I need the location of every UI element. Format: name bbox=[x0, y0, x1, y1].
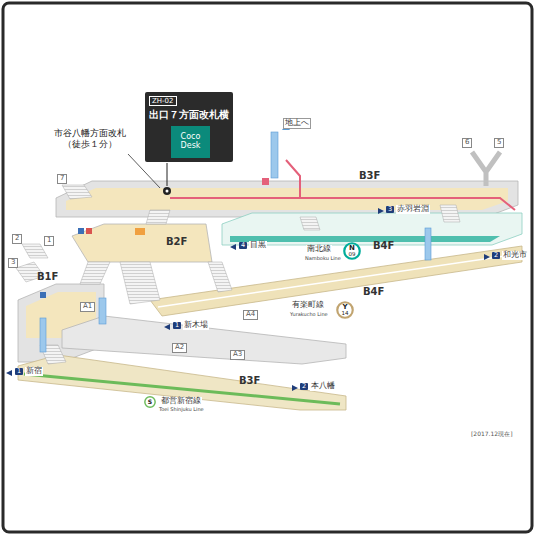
badge-ring bbox=[145, 397, 155, 407]
date-note: [2017.12現在] bbox=[470, 431, 514, 438]
station-number: 14 bbox=[342, 311, 349, 317]
exit-sign: 地上へ bbox=[283, 118, 311, 129]
line-name-en: Namboku Line bbox=[304, 256, 342, 262]
exit-number: 3 bbox=[8, 258, 18, 268]
facility-icon bbox=[40, 292, 46, 298]
direction-arrow bbox=[292, 385, 298, 391]
stairs bbox=[16, 152, 500, 364]
facility-icon bbox=[40, 178, 269, 298]
line-name-en: Toei Shinjuku Line bbox=[158, 407, 205, 413]
stairs bbox=[80, 262, 110, 284]
direction-number: 4 bbox=[239, 242, 247, 249]
stairs bbox=[472, 152, 500, 186]
floor-label: B1F bbox=[36, 271, 59, 282]
leader-line bbox=[166, 190, 169, 193]
direction-name: 本八幡 bbox=[310, 382, 336, 391]
line-letter: Y bbox=[342, 304, 347, 311]
badge-ring bbox=[344, 243, 359, 258]
direction-number: 2 bbox=[492, 252, 500, 259]
elevator bbox=[40, 318, 46, 352]
station-code: ZH-02 bbox=[149, 96, 177, 106]
line-name: 都営新宿線 bbox=[160, 397, 202, 406]
location-name: 出口７方面改札横 bbox=[149, 109, 229, 120]
callout-note: 市谷八幡方面改札 （徒歩１分） bbox=[48, 128, 132, 149]
exit-number: 2 bbox=[12, 234, 22, 244]
stairs bbox=[22, 244, 48, 258]
direction-arrow bbox=[6, 370, 12, 376]
facility-icon bbox=[262, 178, 269, 185]
exit-number: A2 bbox=[172, 343, 187, 353]
line-badge: Y14 bbox=[336, 301, 354, 319]
exit-number: 1 bbox=[44, 236, 54, 246]
line-badge: S bbox=[144, 396, 156, 408]
direction-arrow bbox=[164, 324, 170, 330]
direction-arrow bbox=[378, 208, 384, 214]
logo-text: Coco Desk bbox=[171, 133, 210, 151]
facility-icon bbox=[86, 228, 92, 234]
floor-label: B2F bbox=[165, 236, 188, 247]
floor-label: B4F bbox=[372, 240, 395, 251]
direction-name: 新宿 bbox=[25, 367, 43, 376]
elevator bbox=[425, 228, 431, 260]
line-name: 有楽町線 bbox=[291, 301, 325, 310]
floor-label: B3F bbox=[238, 375, 261, 386]
floor-slab bbox=[230, 236, 500, 242]
stairs bbox=[208, 262, 232, 292]
facility-icon bbox=[78, 228, 84, 234]
direction-number: 3 bbox=[386, 206, 394, 213]
stairs bbox=[440, 205, 460, 222]
direction-arrow bbox=[230, 244, 236, 250]
frame bbox=[3, 3, 532, 532]
leader-line bbox=[163, 187, 171, 195]
line-letter: S bbox=[148, 399, 152, 405]
direction-number: 1 bbox=[173, 322, 181, 329]
badge-ring bbox=[337, 302, 352, 317]
direction-name: 和光市 bbox=[502, 251, 528, 260]
exit-number: A4 bbox=[243, 310, 258, 320]
direction-name: 目黒 bbox=[249, 241, 267, 250]
stairs bbox=[120, 262, 160, 304]
floor-slab bbox=[72, 224, 212, 262]
direction-number: 1 bbox=[15, 368, 23, 375]
exit-number: A3 bbox=[230, 350, 245, 360]
stairs bbox=[62, 185, 92, 199]
frame bbox=[3, 3, 532, 532]
direction-name: 新木場 bbox=[183, 321, 209, 330]
elevator bbox=[40, 132, 431, 352]
line-badge: N09 bbox=[343, 242, 361, 260]
elevator bbox=[271, 132, 278, 178]
exit-number: A1 bbox=[80, 302, 95, 312]
line-name-en: Yurakucho Line bbox=[289, 312, 329, 318]
stairs bbox=[300, 217, 320, 230]
service-logo: Coco Desk bbox=[171, 126, 210, 158]
floor-slab bbox=[18, 355, 346, 410]
info-callout: ZH-02 出口７方面改札横 Coco Desk bbox=[145, 92, 233, 162]
direction-number: 2 bbox=[300, 383, 308, 390]
direction-arrow bbox=[484, 254, 490, 260]
facility-icon bbox=[135, 228, 145, 235]
floor-slab bbox=[150, 246, 522, 316]
stairs bbox=[146, 210, 170, 224]
leader-line bbox=[167, 163, 168, 186]
floor-label: B4F bbox=[362, 286, 385, 297]
direction-arrow bbox=[6, 124, 490, 391]
floor-slab bbox=[18, 181, 522, 410]
elevator bbox=[99, 298, 106, 324]
line-letter: N bbox=[349, 245, 355, 252]
exit-number: 5 bbox=[494, 138, 504, 148]
exit-number: 6 bbox=[462, 138, 472, 148]
floor-slab bbox=[158, 254, 518, 307]
route-line bbox=[170, 160, 515, 210]
line-name: 南北線 bbox=[306, 245, 332, 254]
station-number: 09 bbox=[349, 252, 356, 258]
exit-number: 7 bbox=[57, 174, 67, 184]
floor-slab bbox=[222, 213, 522, 245]
direction-name: 赤羽岩淵 bbox=[396, 205, 430, 214]
floor-label: B3F bbox=[358, 170, 381, 181]
route-line bbox=[170, 160, 300, 198]
